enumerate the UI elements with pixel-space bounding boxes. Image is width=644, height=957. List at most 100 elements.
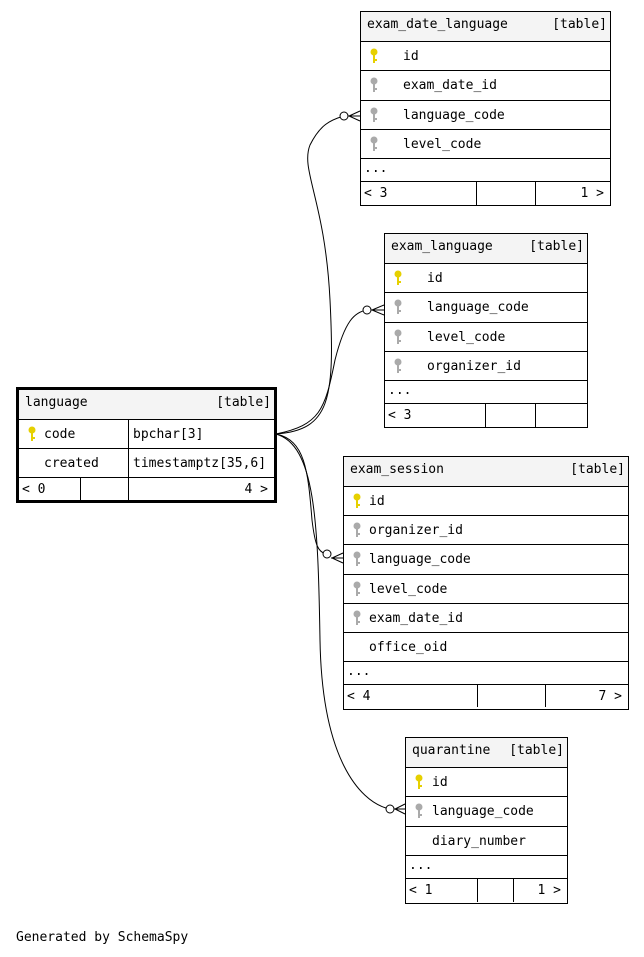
children-count[interactable]: 1 > xyxy=(580,186,604,201)
table-header: exam_date_language [table] xyxy=(361,12,610,42)
children-count[interactable]: 1 > xyxy=(537,883,561,898)
relation-language-exam-language xyxy=(275,309,368,435)
table-quarantine[interactable]: quarantine [table] id language_code diar… xyxy=(405,737,568,904)
relation-end-crowfoot xyxy=(347,110,361,122)
column-name: language_code xyxy=(427,300,529,315)
column-name: organizer_id xyxy=(427,359,521,374)
column-row: level_code xyxy=(385,323,587,352)
column-name: language_code xyxy=(403,108,505,123)
relation-end-circle xyxy=(362,305,372,315)
table-language[interactable]: language [table] code bpchar[3] created … xyxy=(16,387,277,503)
table-footer: < 0 4 > xyxy=(19,478,274,500)
table-type: [table] xyxy=(529,239,584,254)
children-count[interactable]: 7 > xyxy=(598,689,622,704)
column-row: language_code xyxy=(406,797,567,827)
column-row: code bpchar[3] xyxy=(19,420,274,449)
table-type: [table] xyxy=(552,17,607,32)
foreign-key-icon xyxy=(353,522,361,537)
relation-end-circle xyxy=(339,111,349,121)
column-name: code xyxy=(44,427,76,442)
foreign-key-icon xyxy=(353,581,361,596)
table-name: exam_session xyxy=(350,462,444,477)
relation-end-circle xyxy=(322,549,332,559)
column-row: id xyxy=(406,768,567,797)
column-row: organizer_id xyxy=(385,352,587,381)
table-type: [table] xyxy=(509,743,564,758)
column-name: exam_date_id xyxy=(403,78,497,93)
table-name: language xyxy=(25,395,88,410)
ellipsis: ... xyxy=(388,383,412,398)
column-name: level_code xyxy=(427,330,506,345)
primary-key-icon xyxy=(394,270,402,285)
column-name: id xyxy=(427,271,443,286)
column-row: exam_date_id xyxy=(344,604,628,633)
column-name: id xyxy=(369,494,385,509)
table-name: quarantine xyxy=(412,743,491,758)
children-count[interactable]: 4 > xyxy=(244,482,268,497)
column-row: language_code xyxy=(344,545,628,575)
foreign-key-icon xyxy=(370,107,378,122)
column-row: level_code xyxy=(361,130,610,159)
foreign-key-icon xyxy=(415,803,423,818)
more-columns: ... xyxy=(406,856,567,879)
relation-language-exam-session xyxy=(275,433,327,555)
table-name: exam_date_language xyxy=(367,17,508,32)
table-footer: < 4 7 > xyxy=(344,685,628,707)
parents-count[interactable]: < 3 xyxy=(364,186,388,201)
table-exam-language[interactable]: exam_language [table] id language_code l… xyxy=(384,233,588,428)
table-header: exam_language [table] xyxy=(385,234,587,264)
primary-key-icon xyxy=(370,48,378,63)
ellipsis: ... xyxy=(409,858,433,873)
relation-end-crowfoot xyxy=(370,304,385,316)
table-name: exam_language xyxy=(391,239,493,254)
column-row: diary_number xyxy=(406,827,567,856)
table-footer: < 1 1 > xyxy=(406,879,567,902)
column-name: id xyxy=(432,775,448,790)
column-type: timestamptz[35,6] xyxy=(133,456,267,471)
table-header: language [table] xyxy=(19,390,274,420)
column-row: language_code xyxy=(385,293,587,323)
column-name: organizer_id xyxy=(369,523,463,538)
column-name: exam_date_id xyxy=(369,611,463,626)
parents-count[interactable]: < 3 xyxy=(388,408,412,423)
relation-end-crowfoot xyxy=(330,552,344,564)
primary-key-icon xyxy=(415,774,423,789)
table-type: [table] xyxy=(216,395,271,410)
table-exam-session[interactable]: exam_session [table] id organizer_id lan… xyxy=(343,456,629,710)
foreign-key-icon xyxy=(370,136,378,151)
column-row: exam_date_id xyxy=(361,71,610,101)
relation-language-quarantine xyxy=(275,433,387,809)
more-columns: ... xyxy=(344,662,628,685)
column-name: level_code xyxy=(369,582,448,597)
column-name: level_code xyxy=(403,137,482,152)
relation-language-exam-date-language xyxy=(275,115,345,435)
column-row: id xyxy=(385,264,587,293)
table-footer: < 3 1 > xyxy=(361,182,610,205)
foreign-key-icon xyxy=(394,329,402,344)
column-row: language_code xyxy=(361,101,610,130)
more-columns: ... xyxy=(361,159,610,182)
foreign-key-icon xyxy=(394,358,402,373)
column-name: diary_number xyxy=(432,834,526,849)
column-row: id xyxy=(344,487,628,516)
column-row: created timestamptz[35,6] xyxy=(19,449,274,478)
foreign-key-icon xyxy=(394,299,402,314)
parents-count[interactable]: < 4 xyxy=(347,689,371,704)
parents-count[interactable]: < 1 xyxy=(409,883,433,898)
column-row: organizer_id xyxy=(344,516,628,545)
table-exam-date-language[interactable]: exam_date_language [table] id exam_date_… xyxy=(360,11,611,206)
column-name: id xyxy=(403,49,419,64)
table-header: exam_session [table] xyxy=(344,457,628,487)
parents-count[interactable]: < 0 xyxy=(22,482,46,497)
foreign-key-icon xyxy=(353,551,361,566)
table-footer: < 3 xyxy=(385,404,587,427)
primary-key-icon xyxy=(353,493,361,508)
ellipsis: ... xyxy=(364,161,388,176)
column-name: language_code xyxy=(432,804,534,819)
more-columns: ... xyxy=(385,381,587,404)
ellipsis: ... xyxy=(347,664,371,679)
column-name: created xyxy=(44,456,99,471)
column-name: office_oid xyxy=(369,640,448,655)
column-row: level_code xyxy=(344,575,628,604)
